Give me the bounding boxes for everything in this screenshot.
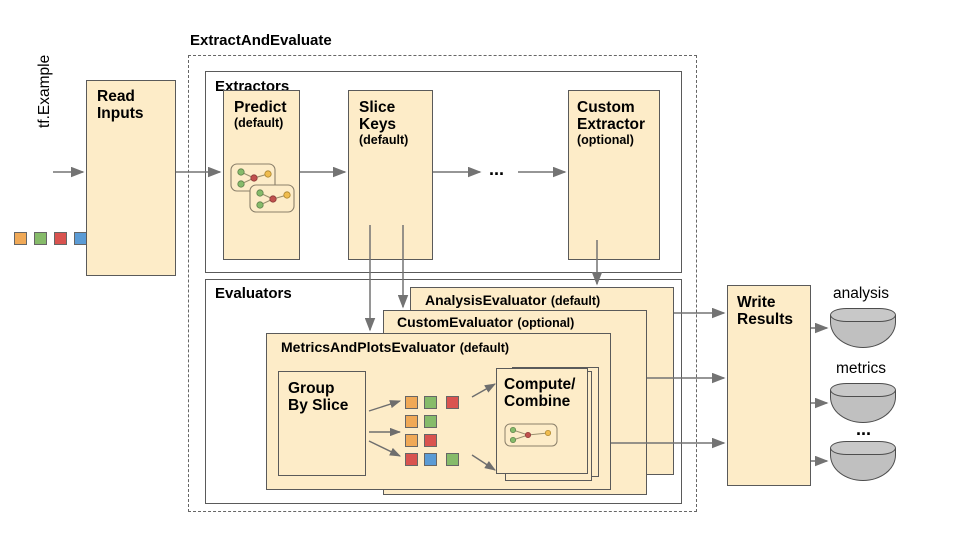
slice-cell xyxy=(424,453,437,466)
analysis-evaluator-qualifier: (default) xyxy=(550,294,601,308)
cylinder-top xyxy=(830,308,896,322)
slice-keys-line2: Keys xyxy=(359,116,397,133)
output-more-db[interactable] xyxy=(830,441,896,481)
output-analysis-db[interactable] xyxy=(830,308,896,348)
compute-combine-line2: Combine xyxy=(504,393,571,410)
node-predict[interactable]: Predict (default) xyxy=(223,90,300,260)
custom-extractor-qualifier: (optional) xyxy=(577,133,634,147)
custom-evaluator-header: CustomEvaluator (optional) xyxy=(384,311,646,332)
extract-and-evaluate-label: ExtractAndEvaluate xyxy=(190,32,332,49)
metrics-evaluator-header: MetricsAndPlotsEvaluator (default) xyxy=(267,334,610,357)
predict-title: Predict xyxy=(234,99,287,116)
node-read-inputs[interactable]: Read Inputs xyxy=(86,80,176,276)
group-by-slice-line1: Group xyxy=(288,380,335,397)
predict-qualifier: (default) xyxy=(234,116,284,130)
slice-grid xyxy=(405,396,467,466)
input-label: tf.Example xyxy=(36,54,53,128)
slice-cell xyxy=(424,434,437,447)
swatch-orange xyxy=(14,232,27,245)
slice-keys-qualifier: (default) xyxy=(359,133,409,147)
slice-cell xyxy=(405,453,418,466)
analysis-evaluator-header: AnalysisEvaluator (default) xyxy=(411,288,673,310)
node-slice-keys[interactable]: Slice Keys (default) xyxy=(348,90,433,260)
node-compute-combine[interactable]: Compute/ Combine xyxy=(496,368,588,474)
analysis-evaluator-title: AnalysisEvaluator xyxy=(425,292,547,308)
metrics-evaluator-title: MetricsAndPlotsEvaluator xyxy=(281,339,456,355)
read-inputs-line1: Read xyxy=(97,88,135,105)
evaluators-label: Evaluators xyxy=(215,285,292,302)
custom-evaluator-qualifier: (optional) xyxy=(517,316,575,330)
container-extract-and-evaluate xyxy=(188,55,697,512)
node-write-results[interactable]: Write Results xyxy=(727,285,811,486)
swatch-green xyxy=(34,232,47,245)
cylinder-top xyxy=(830,383,896,397)
cylinder-top xyxy=(830,441,896,455)
compute-combine-line1: Compute/ xyxy=(504,376,576,393)
slice-cell xyxy=(446,453,459,466)
input-label-wrap: tf.Example xyxy=(36,55,56,238)
extractors-ellipsis: ... xyxy=(489,159,505,179)
custom-extractor-line1: Custom xyxy=(577,99,635,116)
slice-cell xyxy=(424,396,437,409)
node-group-by-slice[interactable]: Group By Slice xyxy=(278,371,366,476)
slice-cell xyxy=(405,434,418,447)
predict-graph-icon xyxy=(230,163,295,213)
output-analysis-label: analysis xyxy=(833,285,889,302)
slice-cell xyxy=(405,415,418,428)
write-results-line1: Write xyxy=(737,294,776,311)
output-more-label: ... xyxy=(856,419,872,439)
slice-keys-line1: Slice xyxy=(359,99,396,116)
custom-evaluator-title: CustomEvaluator xyxy=(397,314,513,330)
legend-swatches xyxy=(14,232,88,246)
extract-and-evaluate-title: ExtractAndEvaluate xyxy=(190,32,332,50)
node-custom-extractor[interactable]: Custom Extractor (optional) xyxy=(568,90,660,260)
slice-cell xyxy=(446,396,459,409)
slice-cell xyxy=(405,396,418,409)
output-metrics-db[interactable] xyxy=(830,383,896,423)
write-results-line2: Results xyxy=(737,311,793,328)
slice-cell xyxy=(424,415,437,428)
output-metrics-label: metrics xyxy=(836,360,886,377)
swatch-red xyxy=(54,232,67,245)
custom-extractor-line2: Extractor xyxy=(577,116,646,133)
metrics-evaluator-qualifier: (default) xyxy=(459,341,510,355)
group-by-slice-line2: By Slice xyxy=(288,397,349,414)
read-inputs-line2: Inputs xyxy=(97,105,144,122)
compute-combine-graph-icon xyxy=(504,423,558,447)
